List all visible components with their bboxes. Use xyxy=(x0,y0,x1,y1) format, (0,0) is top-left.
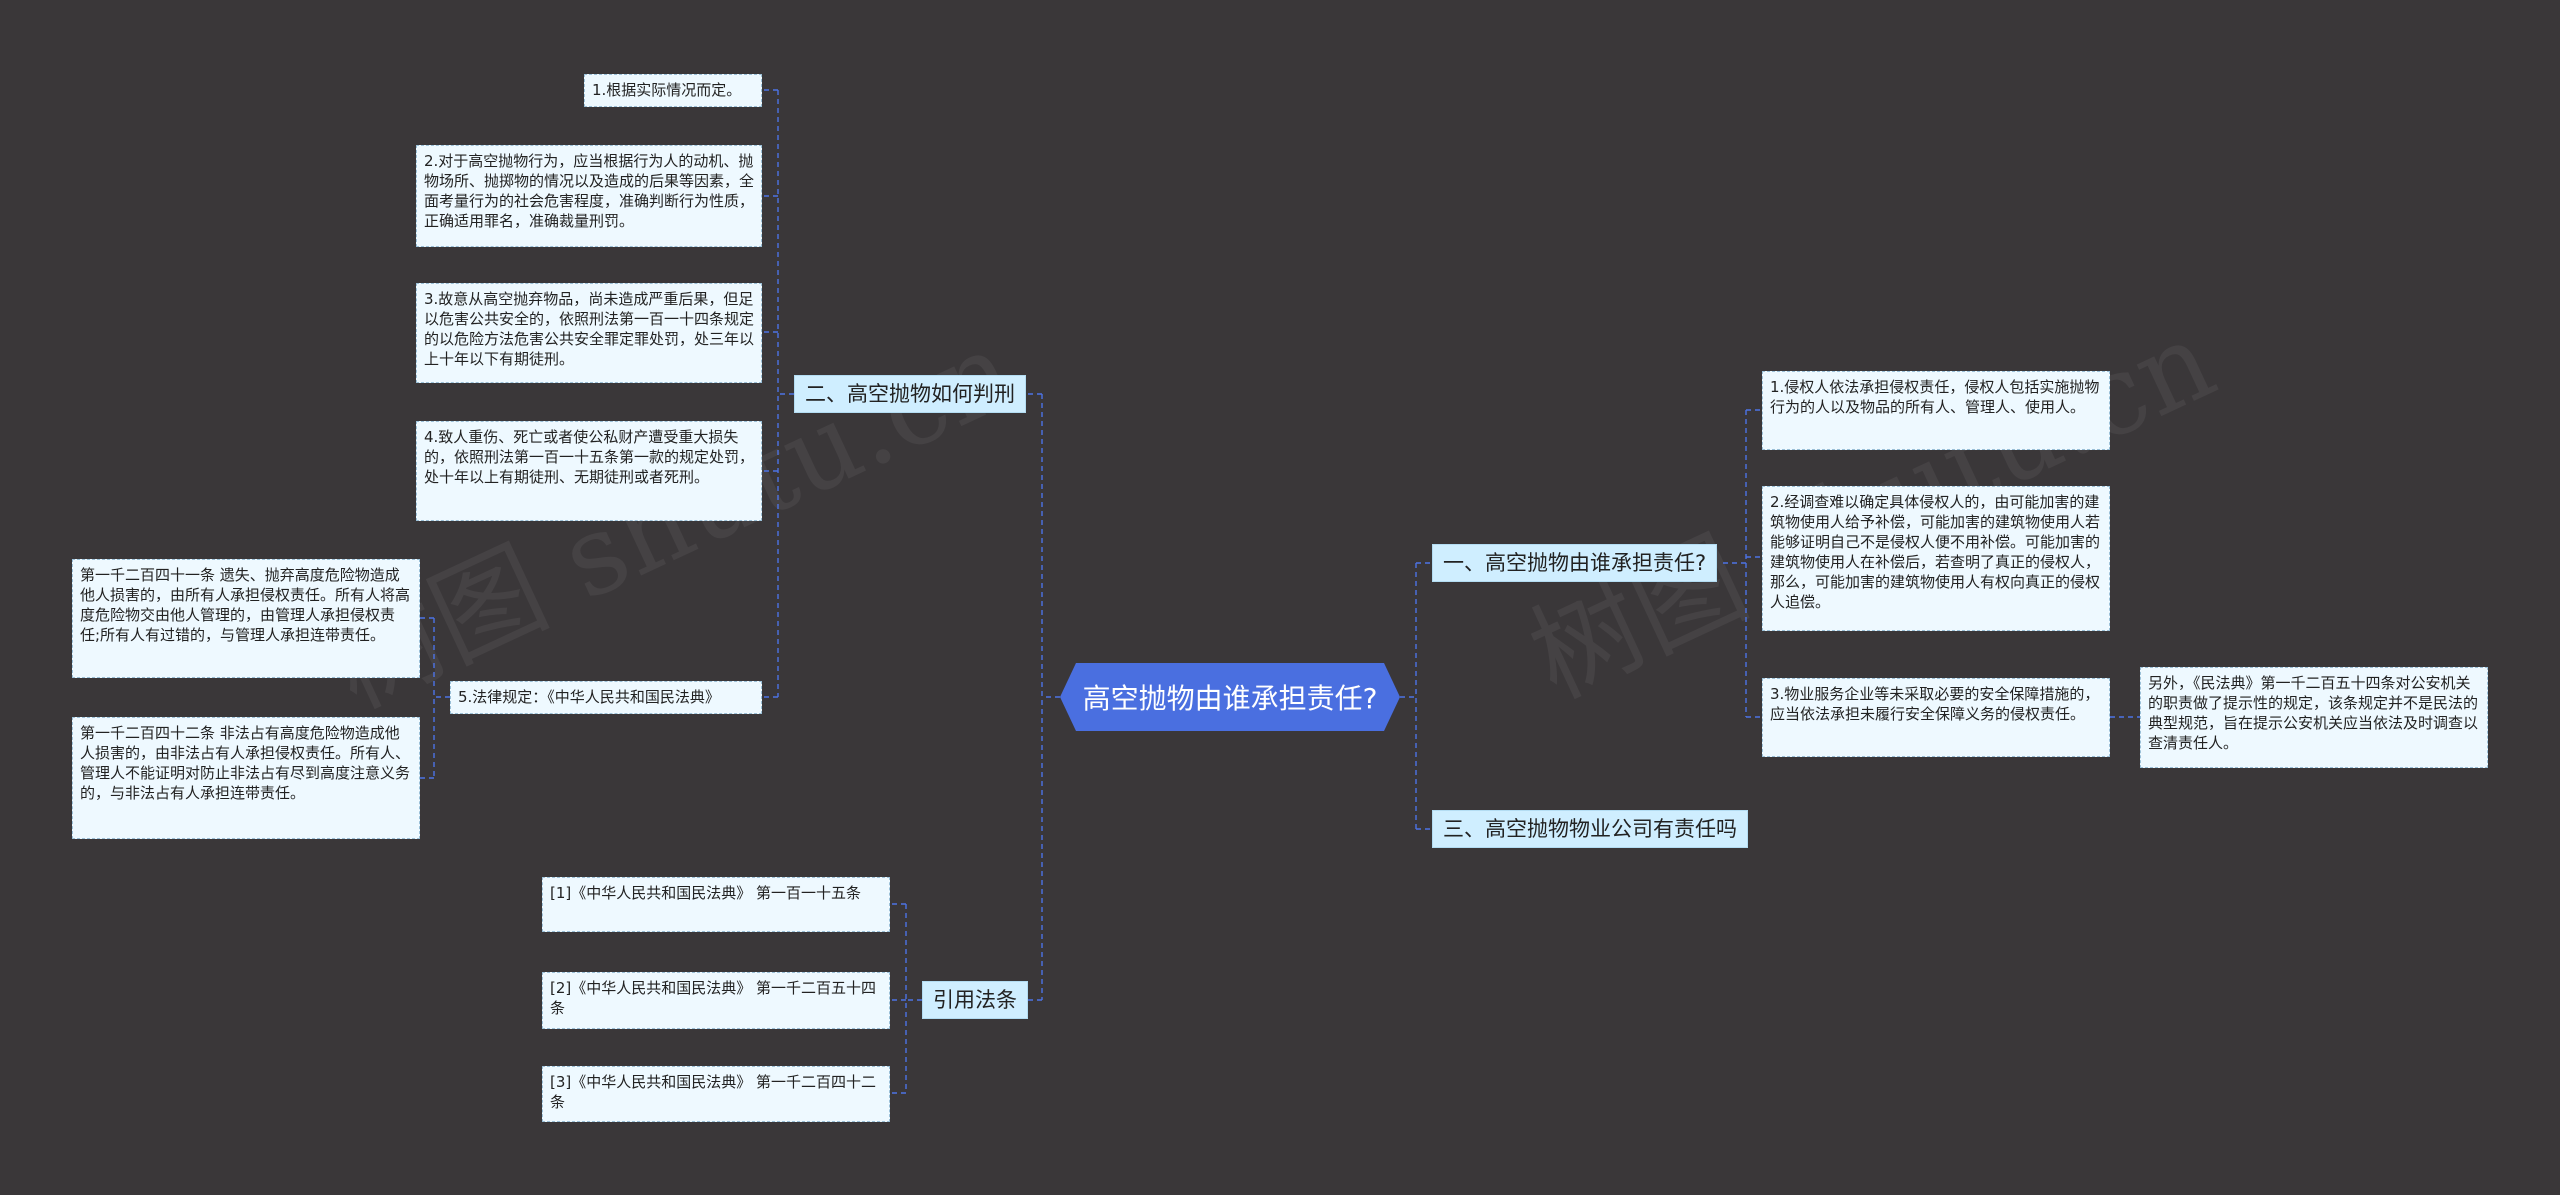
root-topic[interactable]: 高空抛物由谁承担责任? xyxy=(1060,663,1400,731)
sentencing-item-1[interactable]: 1.根据实际情况而定。 xyxy=(584,74,762,107)
sentencing-item-3[interactable]: 3.故意从高空抛弃物品，尚未造成严重后果，但足以危害公共安全的，依照刑法第一百一… xyxy=(416,283,762,383)
sentencing-item-4[interactable]: 4.致人重伤、死亡或者使公私财产遭受重大损失的，依照刑法第一百一十五条第一款的规… xyxy=(416,421,762,521)
branch-who-liable[interactable]: 一、高空抛物由谁承担责任? xyxy=(1432,544,1718,582)
liability-item-1[interactable]: 1.侵权人依法承担侵权责任，侵权人包括实施抛物行为的人以及物品的所有人、管理人、… xyxy=(1762,371,2110,450)
sentencing-item-2[interactable]: 2.对于高空抛物行为，应当根据行为人的动机、抛物场所、抛掷物的情况以及造成的后果… xyxy=(416,145,762,247)
citation-2[interactable]: [2]《中华人民共和国民法典》 第一千二百五十四条 xyxy=(542,972,890,1029)
liability-item-3-note[interactable]: 另外，《民法典》第一千二百五十四条对公安机关的职责做了提示性的规定，该条规定并不… xyxy=(2140,667,2488,768)
law-article-1241[interactable]: 第一千二百四十一条 遗失、抛弃高度危险物造成他人损害的，由所有人承担侵权责任。所… xyxy=(72,559,420,678)
branch-property-company[interactable]: 三、高空抛物物业公司有责任吗 xyxy=(1432,810,1748,848)
sentencing-item-law[interactable]: 5.法律规定：《中华人民共和国民法典》 xyxy=(450,681,762,714)
citation-1[interactable]: [1]《中华人民共和国民法典》 第一百一十五条 xyxy=(542,877,890,932)
liability-item-2[interactable]: 2.经调查难以确定具体侵权人的，由可能加害的建筑物使用人给予补偿，可能加害的建筑… xyxy=(1762,486,2110,631)
branch-sentencing[interactable]: 二、高空抛物如何判刑 xyxy=(794,375,1026,413)
branch-cited-laws[interactable]: 引用法条 xyxy=(922,981,1028,1019)
law-article-1242[interactable]: 第一千二百四十二条 非法占有高度危险物造成他人损害的，由非法占有人承担侵权责任。… xyxy=(72,717,420,839)
liability-item-3[interactable]: 3.物业服务企业等未采取必要的安全保障措施的，应当依法承担未履行安全保障义务的侵… xyxy=(1762,678,2110,757)
citation-3[interactable]: [3]《中华人民共和国民法典》 第一千二百四十二条 xyxy=(542,1066,890,1122)
